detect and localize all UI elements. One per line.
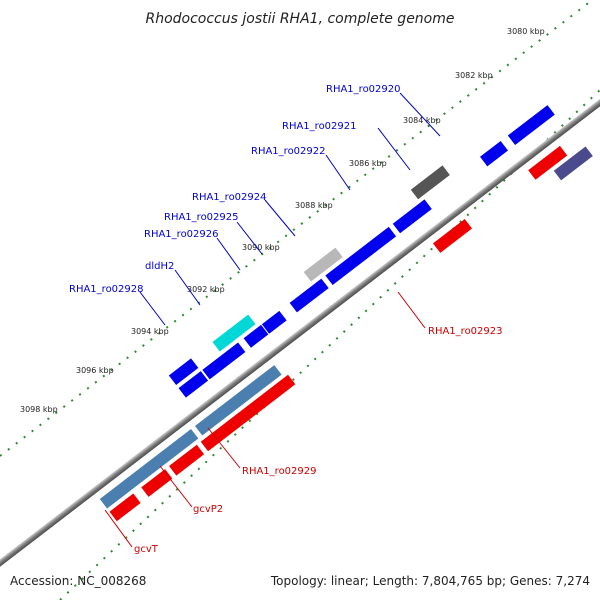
gene-labels: RHA1_ro02920 RHA1_ro02921 RHA1_ro02922 R…	[69, 84, 503, 555]
gene-arrow[interactable]	[202, 342, 246, 380]
scale-label: 3082 kbp	[455, 71, 493, 80]
gene-arrow[interactable]	[410, 165, 450, 200]
scale-label: 3092 kbp	[187, 285, 225, 294]
gene-arrow[interactable]	[141, 469, 173, 497]
gene-label-gcvP2[interactable]: gcvP2	[193, 504, 223, 515]
gene-arrow[interactable]	[392, 199, 432, 234]
gene-arrow[interactable]	[303, 247, 343, 282]
gene-label-ro02922[interactable]: RHA1_ro02922	[251, 146, 326, 157]
scale-label: 3084 kbp	[403, 116, 441, 125]
gene-arrow[interactable]	[325, 226, 397, 286]
scale-label: 3094 kbp	[131, 327, 169, 336]
topology-text: Topology: linear; Length: 7,804,765 bp; …	[270, 574, 590, 588]
outer-tick-row	[0, 0, 594, 457]
gene-arrow[interactable]	[553, 146, 593, 181]
gene-arrow[interactable]	[109, 493, 141, 522]
gene-arrow[interactable]	[528, 145, 568, 180]
genome-backbone	[0, 44, 600, 597]
scale-label: 3098 kbp	[20, 405, 58, 414]
gene-arrow[interactable]	[168, 358, 199, 385]
gene-arrow[interactable]	[432, 218, 473, 253]
gene-arrow[interactable]	[178, 371, 209, 398]
gene-arrow[interactable]	[261, 310, 287, 334]
gene-arrow[interactable]	[169, 444, 205, 476]
gene-label-ro02923[interactable]: RHA1_ro02923	[428, 326, 503, 337]
gene-arrow[interactable]	[99, 429, 199, 509]
scale-label: 3096 kbp	[76, 366, 114, 375]
inner-tick-row	[59, 89, 600, 600]
gene-label-ro02925[interactable]: RHA1_ro02925	[164, 212, 239, 223]
map-title: Rhodococcus jostii RHA1, complete genome	[145, 11, 454, 27]
gene-arrow[interactable]	[194, 365, 282, 436]
gene-label-gcvT[interactable]: gcvT	[134, 544, 159, 555]
gene-features	[99, 105, 593, 522]
gene-label-ro02920[interactable]: RHA1_ro02920	[326, 84, 401, 95]
gene-label-ro02926[interactable]: RHA1_ro02926	[144, 229, 219, 240]
gene-label-ro02924[interactable]: RHA1_ro02924	[192, 192, 267, 203]
leader-lines	[104, 92, 441, 548]
gene-label-ro02929[interactable]: RHA1_ro02929	[242, 466, 317, 477]
gene-label-ro02921[interactable]: RHA1_ro02921	[282, 121, 357, 132]
scale-label: 3088 kbp	[295, 201, 333, 210]
gene-arrow[interactable]	[480, 140, 508, 167]
gene-arrow[interactable]	[507, 105, 555, 146]
accession-text: Accession: NC_008268	[10, 574, 146, 588]
gene-arrow[interactable]	[212, 314, 256, 352]
scale-labels: 3080 kbp 3082 kbp 3084 kbp 3086 kbp 3088…	[20, 27, 545, 414]
gene-label-dldH2[interactable]: dldH2	[145, 261, 174, 272]
scale-label: 3086 kbp	[349, 159, 387, 168]
scale-label: 3080 kbp	[507, 27, 545, 36]
gene-arrow[interactable]	[200, 374, 296, 452]
gene-arrow[interactable]	[289, 278, 329, 313]
gene-label-ro02928[interactable]: RHA1_ro02928	[69, 284, 144, 295]
scale-label: 3090 kbp	[242, 243, 280, 252]
gene-arrow[interactable]	[243, 324, 269, 348]
